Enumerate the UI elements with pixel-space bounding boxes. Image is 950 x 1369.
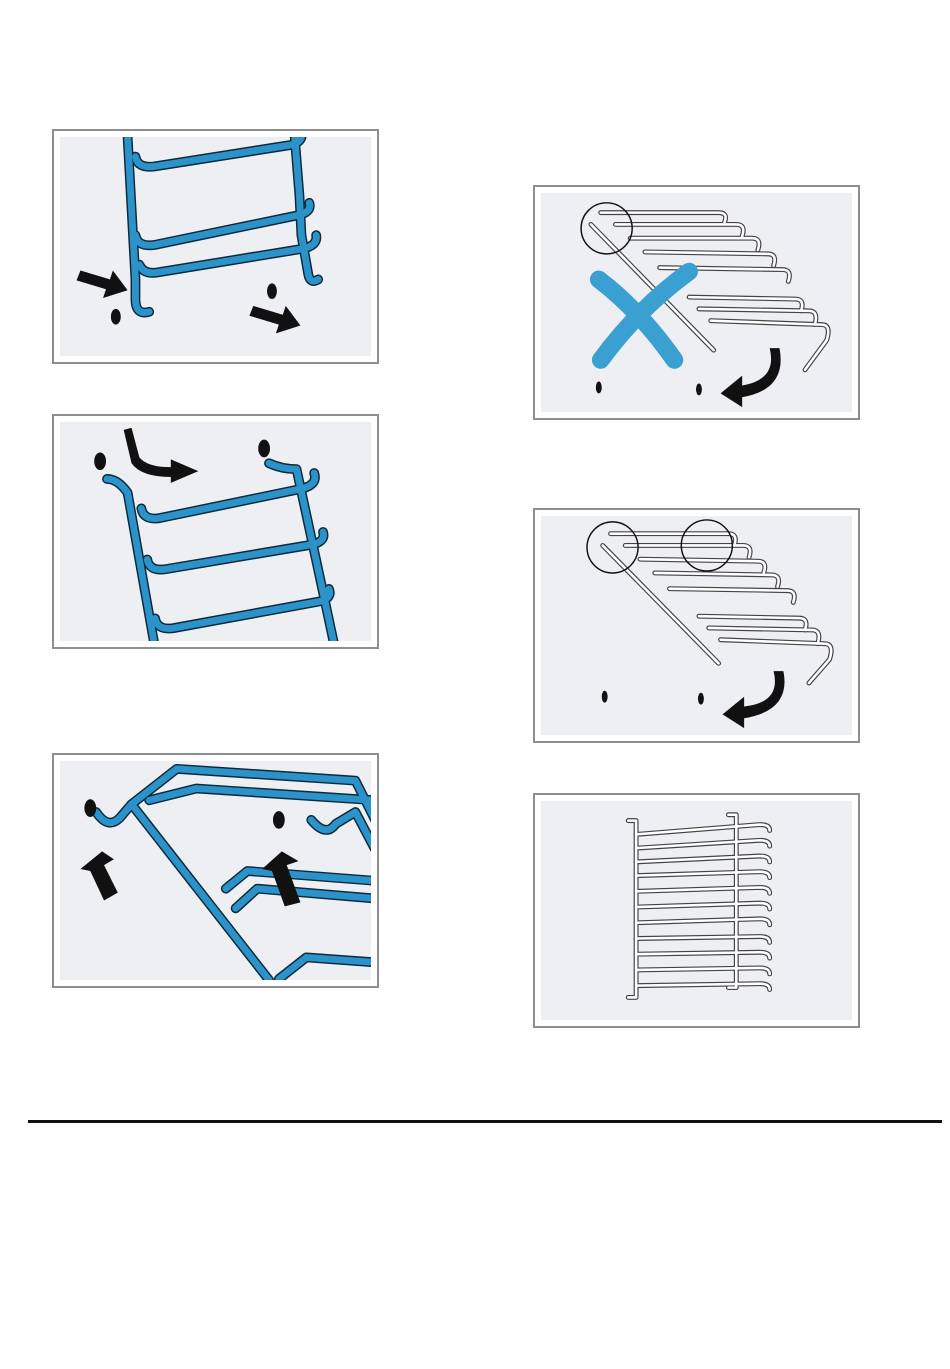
rack-outline-icon (541, 801, 852, 1020)
rack-blue-icon (60, 422, 371, 641)
figure-remove-rack-step-1 (52, 129, 379, 364)
figure-wrong-orientation (533, 185, 860, 420)
rotate-arrow-icon (721, 348, 781, 407)
hole-icon (696, 384, 702, 396)
figure-correct-orientation (533, 508, 860, 743)
hole-icon (84, 799, 96, 817)
pull-arrow-icon (249, 306, 300, 333)
figure-remove-rack-step-2 (52, 414, 379, 649)
rack-blue-icon (60, 137, 371, 356)
curved-arrow-icon (124, 428, 199, 483)
hole-icon (267, 283, 277, 299)
hole-icon (596, 382, 602, 394)
hole-icon (273, 811, 285, 829)
figure-canvas (541, 516, 852, 735)
figure-hook-rack-step-3 (52, 753, 379, 988)
rotate-arrow-icon (723, 671, 785, 728)
cross-icon (599, 272, 689, 360)
figure-canvas (541, 193, 852, 412)
rack-outline-icon (541, 516, 852, 735)
hole-icon (698, 693, 704, 705)
figure-canvas (60, 422, 371, 641)
up-arrow-icon (80, 851, 117, 900)
figure-canvas (60, 761, 371, 980)
section-divider (28, 1120, 942, 1123)
figure-canvas (541, 801, 852, 1020)
rack-blue-icon (60, 761, 371, 980)
hole-icon (111, 309, 121, 325)
hole-icon (602, 691, 608, 703)
hole-icon (258, 440, 270, 458)
push-arrow-icon (77, 271, 128, 298)
figure-canvas (60, 137, 371, 356)
rack-outline-icon (541, 193, 852, 412)
hole-icon (94, 452, 106, 470)
figure-rack-fitted (533, 793, 860, 1028)
